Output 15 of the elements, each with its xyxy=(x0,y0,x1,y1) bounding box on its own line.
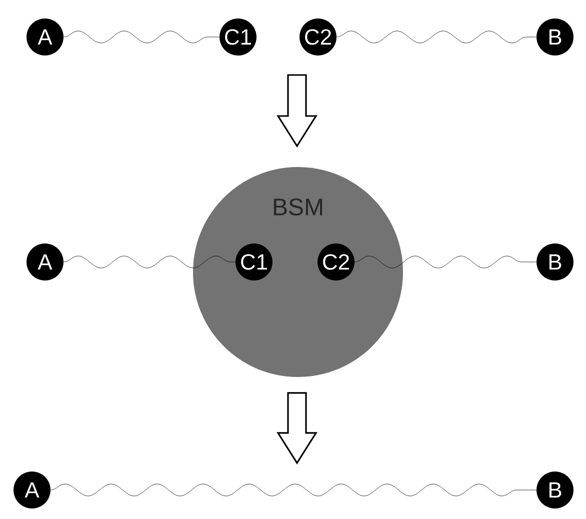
ball: C1 xyxy=(236,244,272,280)
ball: B xyxy=(536,18,574,56)
ball: A xyxy=(14,471,50,508)
ball: B xyxy=(536,244,574,280)
wavy-line xyxy=(336,30,536,44)
ball: A xyxy=(26,18,64,56)
wavy-line xyxy=(64,30,220,44)
wavy-line xyxy=(50,484,536,496)
wavy-line xyxy=(64,256,236,268)
ball: C2 xyxy=(318,244,354,280)
ball: B xyxy=(536,471,574,508)
ball: A xyxy=(26,244,64,280)
ball: C2 xyxy=(300,18,336,56)
wavy-line xyxy=(354,256,536,268)
ball: C1 xyxy=(220,18,256,56)
